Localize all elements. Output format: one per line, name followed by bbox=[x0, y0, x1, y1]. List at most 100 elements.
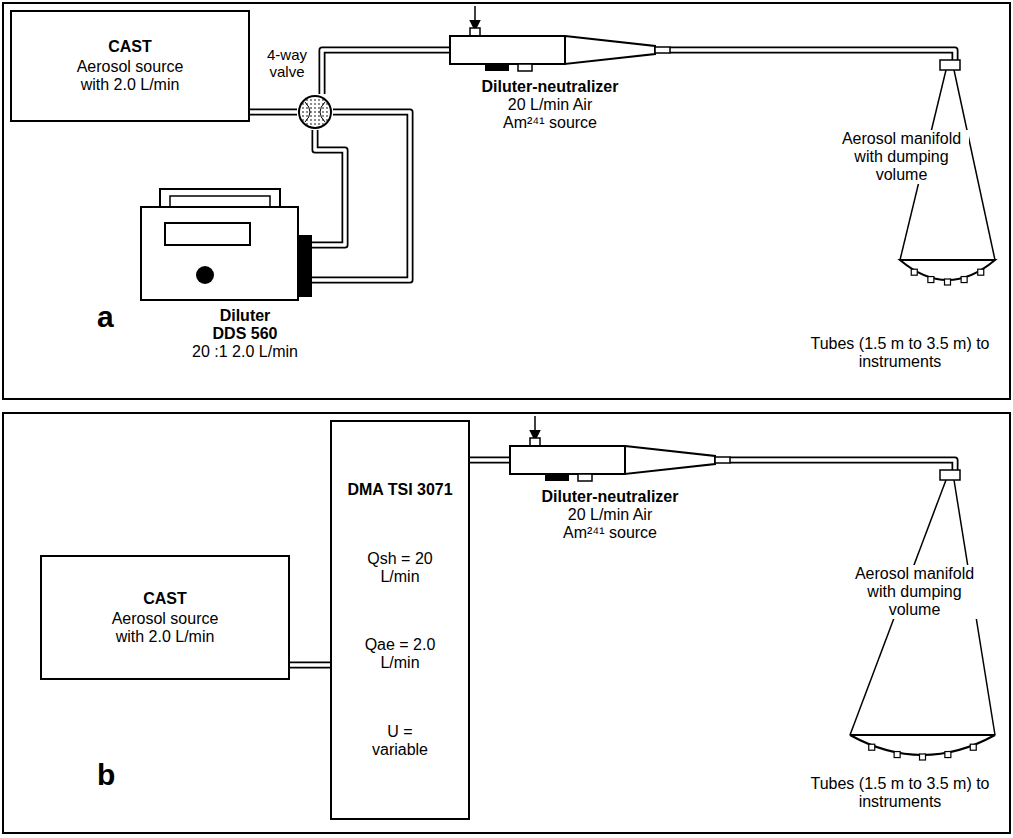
tube-connector bbox=[312, 130, 345, 245]
dma-box: DMA TSI 3071Qsh = 20 L/minQae = 2.0 L/mi… bbox=[330, 420, 470, 820]
outlet-port bbox=[911, 269, 917, 275]
diluter-instrument: Diluter DDS 56020 :1 2.0 L/min bbox=[140, 185, 312, 390]
diluter-neutralizer: Diluter-neutralizer20 L/min Air Am²⁴¹ so… bbox=[490, 440, 730, 560]
source-box: CAST Aerosol source with 2.0 L/min bbox=[10, 10, 250, 122]
flow-setting: U = variable bbox=[360, 723, 440, 759]
outlet-nozzle bbox=[655, 47, 670, 53]
flow-setting: Qae = 2.0 L/min bbox=[360, 636, 440, 672]
tube-inner bbox=[490, 458, 511, 462]
manifold-label: Aerosol manifold with dumping volume bbox=[835, 130, 969, 184]
box-text: Aerosol source with 2.0 L/min bbox=[103, 610, 228, 646]
neutralizer-svg bbox=[490, 440, 730, 484]
inlet-arrow bbox=[474, 6, 476, 30]
outlet-port bbox=[920, 754, 926, 760]
tube-bore bbox=[250, 110, 297, 114]
instrument-body bbox=[141, 207, 298, 300]
tube-wall bbox=[250, 109, 297, 116]
tube-bore bbox=[312, 130, 345, 245]
tube-wall bbox=[322, 50, 430, 94]
outlet-port bbox=[978, 269, 984, 275]
aerosol-manifold: Aerosol manifold with dumping volumeTube… bbox=[790, 60, 1005, 392]
instrument-text: Diluter DDS 56020 :1 2.0 L/min bbox=[180, 307, 310, 361]
manifold-svg bbox=[790, 470, 1005, 822]
instrument-port-block bbox=[298, 235, 312, 297]
neutralizer-name: Diluter-neutralizer bbox=[430, 78, 670, 96]
dumping-volume bbox=[900, 260, 995, 280]
inlet-arrow bbox=[534, 416, 536, 440]
tube-bore bbox=[312, 112, 410, 280]
outlet-port bbox=[945, 752, 951, 758]
inlet-stub bbox=[530, 438, 540, 446]
instrument-name: Diluter DDS 560 bbox=[205, 307, 285, 343]
box-text: Aerosol source with 2.0 L/min bbox=[68, 58, 193, 94]
flow-setting: Qsh = 20 L/min bbox=[360, 550, 440, 586]
neutralizer-svg bbox=[430, 30, 670, 74]
diluter-neutralizer: Diluter-neutralizer20 L/min Air Am²⁴¹ so… bbox=[430, 30, 670, 150]
tube-connector bbox=[312, 112, 410, 280]
instrument-svg bbox=[140, 185, 312, 303]
tube-wall bbox=[312, 112, 410, 280]
tube-connector bbox=[290, 665, 330, 666]
tube-wall bbox=[290, 662, 330, 669]
box-title: CAST bbox=[143, 590, 187, 608]
inlet-stub bbox=[470, 28, 480, 36]
source-holder bbox=[518, 64, 532, 71]
tube-bore bbox=[730, 460, 955, 470]
tube-wall bbox=[670, 50, 955, 60]
neutralizer-text: Diluter-neutralizer20 L/min Air Am²⁴¹ so… bbox=[430, 78, 670, 132]
neutralizer-cone bbox=[565, 36, 655, 64]
outlet-port bbox=[945, 279, 951, 285]
aerosol-manifold: Aerosol manifold with dumping volumeTube… bbox=[790, 470, 1005, 822]
panel-letter: b bbox=[97, 758, 115, 792]
tube-bore bbox=[322, 50, 430, 94]
neutralizer-cylinder bbox=[450, 36, 565, 64]
panel-frame: a CAST Aerosol source with 2.0 L/min 4-way … bbox=[2, 2, 1011, 400]
neutralizer-cone bbox=[625, 446, 715, 474]
tube-inner bbox=[430, 48, 451, 52]
tube-connector bbox=[670, 50, 955, 60]
outlet-port bbox=[961, 277, 967, 283]
instrument-display bbox=[165, 223, 250, 245]
tube-connector bbox=[730, 460, 955, 470]
am-source bbox=[485, 64, 509, 71]
tube-connector bbox=[470, 460, 490, 461]
panel-letter: a bbox=[97, 300, 114, 334]
neutralizer-cylinder bbox=[510, 446, 625, 474]
am-source bbox=[545, 474, 569, 481]
tube-outer bbox=[490, 457, 511, 464]
neutralizer-spec: 20 L/min Air Am²⁴¹ source bbox=[498, 96, 603, 132]
dumping-volume bbox=[850, 735, 995, 755]
outlet-port bbox=[970, 744, 976, 750]
tube-connector bbox=[250, 112, 297, 113]
tube-connector bbox=[322, 50, 430, 94]
source-holder bbox=[578, 474, 592, 481]
source-box: CAST Aerosol source with 2.0 L/min bbox=[40, 555, 290, 680]
outlet-port bbox=[869, 744, 875, 750]
tube-wall bbox=[312, 130, 345, 245]
tube-wall bbox=[470, 457, 490, 464]
neutralizer-name: Diluter-neutralizer bbox=[490, 488, 730, 506]
valve-label: 4-way valve bbox=[262, 46, 312, 80]
manifold-fitting bbox=[940, 60, 960, 70]
panel-frame: b CAST Aerosol source with 2.0 L/min DMA TS… bbox=[2, 412, 1011, 834]
tubes-label: Tubes (1.5 m to 3.5 m) to instruments bbox=[800, 775, 1000, 811]
valve-channels bbox=[305, 102, 325, 122]
tube-wall bbox=[730, 460, 955, 470]
manifold-fitting bbox=[940, 470, 960, 480]
tubes-label: Tubes (1.5 m to 3.5 m) to instruments bbox=[800, 335, 1000, 371]
box-title: CAST bbox=[108, 38, 152, 56]
valve-circle bbox=[299, 96, 331, 128]
outlet-nozzle bbox=[715, 457, 730, 463]
tube-bore bbox=[670, 50, 955, 60]
outlet-port bbox=[894, 752, 900, 758]
tube-bore bbox=[290, 663, 330, 667]
valve-svg bbox=[297, 94, 333, 130]
valve-symbol: 4-way valve bbox=[297, 94, 333, 130]
manifold-label: Aerosol manifold with dumping volume bbox=[848, 565, 982, 619]
tube-outer bbox=[430, 47, 451, 54]
tube-bore bbox=[470, 458, 490, 462]
outlet-port bbox=[928, 277, 934, 283]
instrument-spec: 20 :1 2.0 L/min bbox=[180, 343, 310, 361]
neutralizer-text: Diluter-neutralizer20 L/min Air Am²⁴¹ so… bbox=[490, 488, 730, 542]
